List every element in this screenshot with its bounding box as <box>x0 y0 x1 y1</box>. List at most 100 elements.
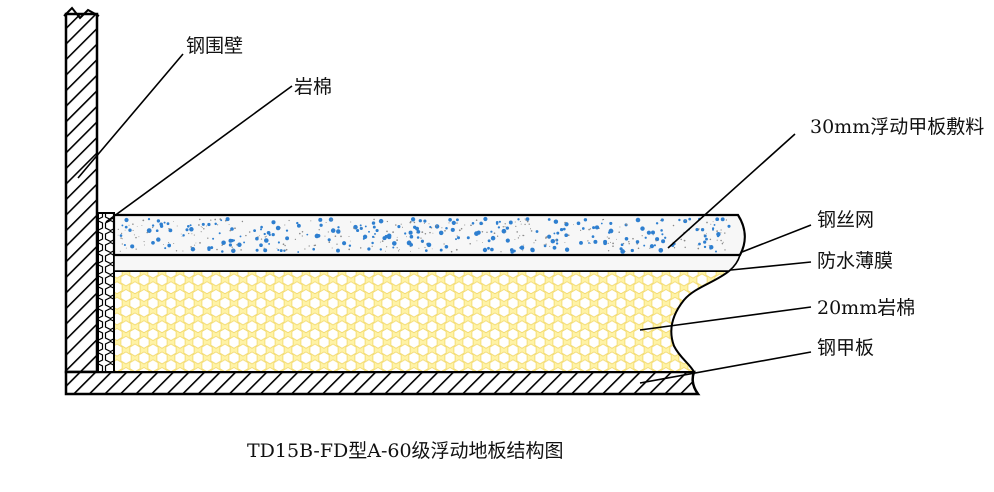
coating-speckle <box>520 223 522 225</box>
coating-speckle <box>439 248 443 252</box>
coating-speckle <box>207 247 211 252</box>
coating-speckle <box>151 240 155 245</box>
coating-speckle <box>443 243 445 245</box>
coating-speckle <box>263 248 268 253</box>
coating-speckle <box>248 231 251 233</box>
coating-speckle <box>356 228 360 233</box>
coating-speckle <box>475 219 478 222</box>
coating-speckle <box>483 216 488 222</box>
coating-speckle <box>712 228 714 231</box>
coating-speckle <box>199 242 201 244</box>
coating-speckle <box>410 217 416 222</box>
coating-speckle <box>260 238 263 240</box>
coating-speckle <box>408 230 413 235</box>
coating-speckle <box>555 242 559 245</box>
coating-speckle <box>458 229 461 232</box>
coating-speckle <box>259 243 263 248</box>
coating-speckle <box>608 237 610 240</box>
coating-speckle <box>533 242 535 244</box>
coating-speckle <box>263 247 265 249</box>
coating-speckle <box>553 232 556 235</box>
coating-speckle <box>299 232 301 235</box>
coating-speckle <box>470 224 472 227</box>
coating-speckle <box>379 241 381 243</box>
coating-speckle <box>555 239 557 241</box>
coating-speckle <box>128 228 132 232</box>
coating-speckle <box>367 247 371 251</box>
coating-speckle <box>514 221 516 223</box>
coating-speckle <box>359 226 363 230</box>
coating-speckle <box>348 248 351 251</box>
coating-speckle <box>661 233 664 236</box>
coating-speckle <box>628 243 630 245</box>
coating-speckle <box>587 240 589 242</box>
leader-lines <box>77 53 812 384</box>
coating-speckle <box>496 235 499 237</box>
coating-speckle <box>635 240 640 244</box>
coating-speckle <box>280 227 281 229</box>
coating-speckle <box>312 247 316 251</box>
coating-speckle <box>698 242 701 246</box>
coating-speckle <box>271 220 276 225</box>
coating-speckle <box>700 228 705 232</box>
rock-wool-layer <box>113 270 732 373</box>
coating-speckle <box>515 225 517 228</box>
deck-coating-layer <box>112 213 746 257</box>
coating-speckle <box>232 249 234 251</box>
coating-speckle <box>519 220 521 223</box>
coating-speckle <box>455 238 457 241</box>
coating-speckle <box>501 228 507 234</box>
coating-speckle <box>655 222 659 225</box>
coating-speckle <box>416 229 421 234</box>
coating-speckle <box>608 228 614 234</box>
coating-speckle <box>479 221 483 226</box>
coating-speckle <box>547 234 552 239</box>
coating-speckle <box>680 238 682 241</box>
coating-speckle <box>297 251 300 253</box>
coating-speckle <box>564 233 569 238</box>
coating-speckle <box>529 228 532 230</box>
coating-speckle <box>275 225 281 231</box>
coating-speckle <box>398 249 400 251</box>
coating-speckle <box>523 244 525 246</box>
coating-speckle <box>319 223 323 227</box>
coating-speckle <box>156 237 161 242</box>
coating-speckle <box>143 241 145 243</box>
coating-speckle <box>386 230 388 233</box>
coating-speckle <box>715 250 717 253</box>
coating-speckle <box>381 240 384 242</box>
coating-speckle <box>564 247 570 252</box>
coating-speckle <box>372 225 376 229</box>
coating-speckle <box>661 239 666 244</box>
coating-speckle <box>602 218 605 221</box>
coating-speckle <box>516 231 518 233</box>
coating-speckle <box>188 232 190 235</box>
coating-speckle <box>301 235 303 237</box>
coating-speckle <box>121 238 123 240</box>
coating-speckle <box>658 247 664 253</box>
coating-speckle <box>644 236 647 239</box>
coating-speckle <box>219 218 222 221</box>
coating-speckle <box>348 236 350 237</box>
coating-speckle <box>448 217 452 222</box>
coating-speckle <box>652 234 654 236</box>
coating-speckle <box>409 240 411 242</box>
coating-speckle <box>487 246 490 250</box>
coating-speckle <box>592 226 596 230</box>
coating-speckle <box>138 236 140 238</box>
coating-speckle <box>504 223 506 225</box>
coating-speckle <box>229 229 232 232</box>
coating-speckle <box>328 241 331 244</box>
leader-rock-wool-20 <box>639 306 812 331</box>
coating-speckle <box>191 233 193 235</box>
coating-speckle <box>164 247 167 250</box>
coating-speckle <box>285 229 289 232</box>
coating-speckle <box>392 246 395 249</box>
coating-speckle <box>530 230 533 232</box>
coating-speckle <box>198 224 200 226</box>
coating-speckle <box>210 246 214 250</box>
coating-speckle <box>132 229 134 231</box>
coating-speckle <box>314 233 320 239</box>
coating-speckle <box>594 225 600 230</box>
coating-speckle <box>327 238 331 242</box>
